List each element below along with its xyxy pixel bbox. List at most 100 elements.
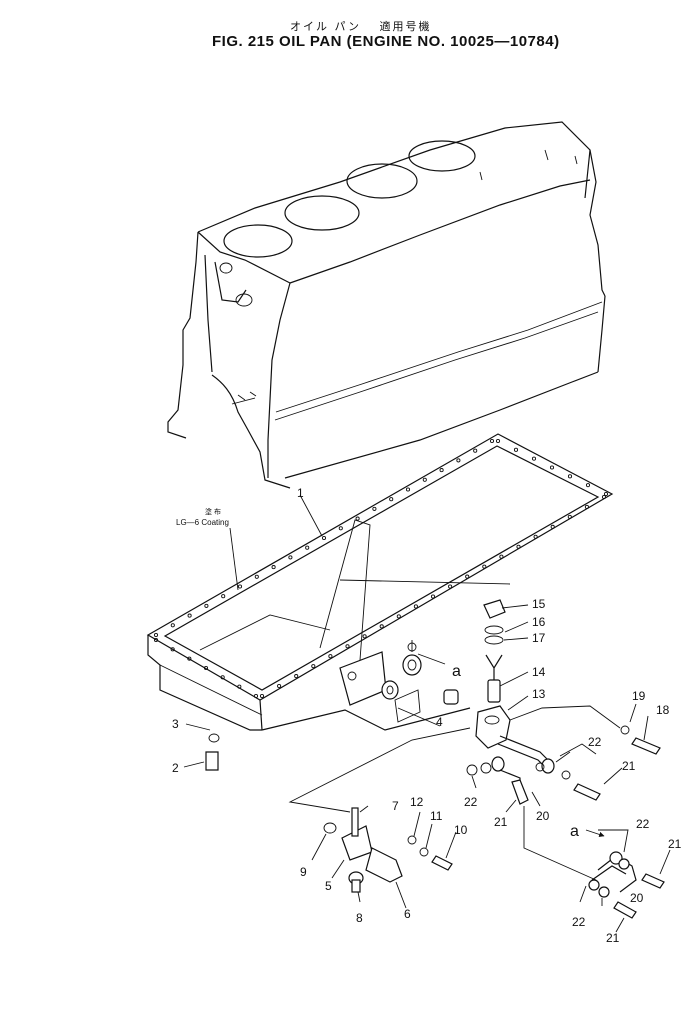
bolt-hole	[550, 524, 555, 529]
bolt-hole	[584, 504, 589, 510]
callout-11: 11	[430, 809, 443, 823]
callout-21-lower-right: 21	[668, 837, 682, 851]
bolt-hole	[396, 614, 401, 619]
bolt-hole	[305, 545, 310, 550]
callout-6: 6	[404, 907, 411, 921]
oil-pan-illustration	[146, 433, 614, 731]
bolt-hole	[603, 491, 609, 497]
callout-7: 7	[392, 799, 399, 813]
coating-note-label: LG—6 Coating	[176, 518, 229, 527]
bolt-hole	[533, 534, 538, 539]
figure-title: FIG. 215 OIL PAN (ENGINE NO. 10025—10784…	[212, 33, 560, 50]
bolt-hole	[549, 465, 555, 470]
callout-16: 16	[532, 615, 546, 629]
bolt-hole	[513, 447, 519, 452]
leader-lines	[183, 494, 671, 933]
bolt-hole	[465, 574, 470, 579]
bolt-hole	[170, 623, 175, 628]
oil-level-sensor-assembly	[466, 599, 661, 805]
bolt-hole	[405, 487, 411, 492]
bolt-hole	[259, 693, 265, 699]
callout-14: 14	[532, 665, 546, 679]
bolt-hole	[601, 494, 607, 500]
bolt-hole	[187, 656, 192, 661]
callout-numbers: 1 2 3 4 5 6 7 8 9 10 11 12 13 14 15 16 1…	[172, 486, 682, 945]
bolt-hole	[422, 477, 427, 482]
callout-2: 2	[172, 761, 179, 775]
callout-22-upper-left: 22	[464, 795, 478, 809]
bolt-hole	[585, 483, 591, 488]
bolt-hole	[253, 693, 259, 699]
bolt-hole	[204, 603, 209, 608]
bolt-hole	[237, 584, 243, 589]
bolt-hole	[187, 613, 192, 618]
callout-22-lower-left: 22	[572, 915, 586, 929]
bolt-hole	[271, 565, 276, 570]
flange-bolt-holes	[153, 438, 609, 699]
bolt-hole	[288, 555, 293, 560]
bolt-hole	[499, 554, 504, 559]
callout-8: 8	[356, 911, 363, 925]
callout-19: 19	[632, 689, 646, 703]
callout-12: 12	[410, 795, 424, 809]
bolt-hole	[153, 632, 159, 638]
callout-21-lower: 21	[606, 931, 620, 945]
bolt-hole	[567, 514, 572, 519]
bolt-hole	[328, 654, 333, 659]
bolt-hole	[170, 647, 175, 652]
bolt-hole	[456, 458, 461, 463]
bolt-hole	[413, 604, 418, 609]
bolt-hole	[531, 456, 537, 461]
bolt-hole	[221, 594, 226, 599]
bolt-hole	[203, 665, 209, 671]
bolt-hole	[448, 584, 453, 589]
callout-22-lower-right: 22	[636, 817, 650, 831]
bolt-hole	[362, 634, 367, 639]
callout-15: 15	[532, 597, 546, 611]
callout-13: 13	[532, 687, 546, 701]
bolt-hole	[277, 684, 282, 689]
callout-9: 9	[300, 865, 307, 879]
bolt-hole	[430, 594, 436, 599]
bolt-hole	[495, 438, 501, 444]
bolt-hole	[237, 684, 242, 689]
bolt-hole	[338, 526, 343, 531]
callout-20-upper: 20	[536, 809, 550, 823]
callout-4: 4	[436, 715, 443, 729]
bolt-hole	[355, 516, 360, 521]
engine-block-illustration	[167, 121, 606, 489]
bolt-hole	[516, 544, 521, 549]
callout-22-upper-right: 22	[588, 735, 602, 749]
view-ref-a-upper: a	[452, 663, 461, 680]
callout-3: 3	[172, 717, 179, 731]
bolt-hole	[321, 535, 327, 541]
callout-21-upper-right: 21	[622, 759, 636, 773]
view-ref-a-lower: a	[570, 823, 579, 840]
japanese-subtitle: オイル パン 適用号機	[290, 20, 432, 33]
callout-21-upper-left: 21	[494, 815, 508, 829]
bolt-hole	[379, 624, 384, 629]
bolt-hole	[473, 448, 478, 453]
bolt-hole	[153, 637, 159, 643]
bolt-hole	[567, 474, 573, 479]
bolt-hole	[482, 564, 487, 569]
callout-20-lower: 20	[630, 891, 644, 905]
bolt-hole	[439, 468, 444, 473]
callout-17: 17	[532, 631, 546, 645]
callout-5: 5	[325, 879, 332, 893]
coating-note-jp: 塗 布	[205, 507, 221, 516]
lower-left-parts	[205, 733, 453, 893]
callout-10: 10	[454, 823, 468, 837]
callout-1: 1	[297, 486, 304, 500]
bolt-hole	[220, 675, 225, 680]
callout-18: 18	[656, 703, 670, 717]
bolt-hole	[254, 574, 259, 579]
bolt-hole	[311, 664, 316, 669]
bolt-hole	[372, 506, 377, 511]
bolt-hole	[489, 438, 495, 444]
bolt-hole	[294, 674, 299, 679]
bolt-hole	[389, 497, 394, 502]
lower-right-tube-assembly	[588, 851, 665, 919]
